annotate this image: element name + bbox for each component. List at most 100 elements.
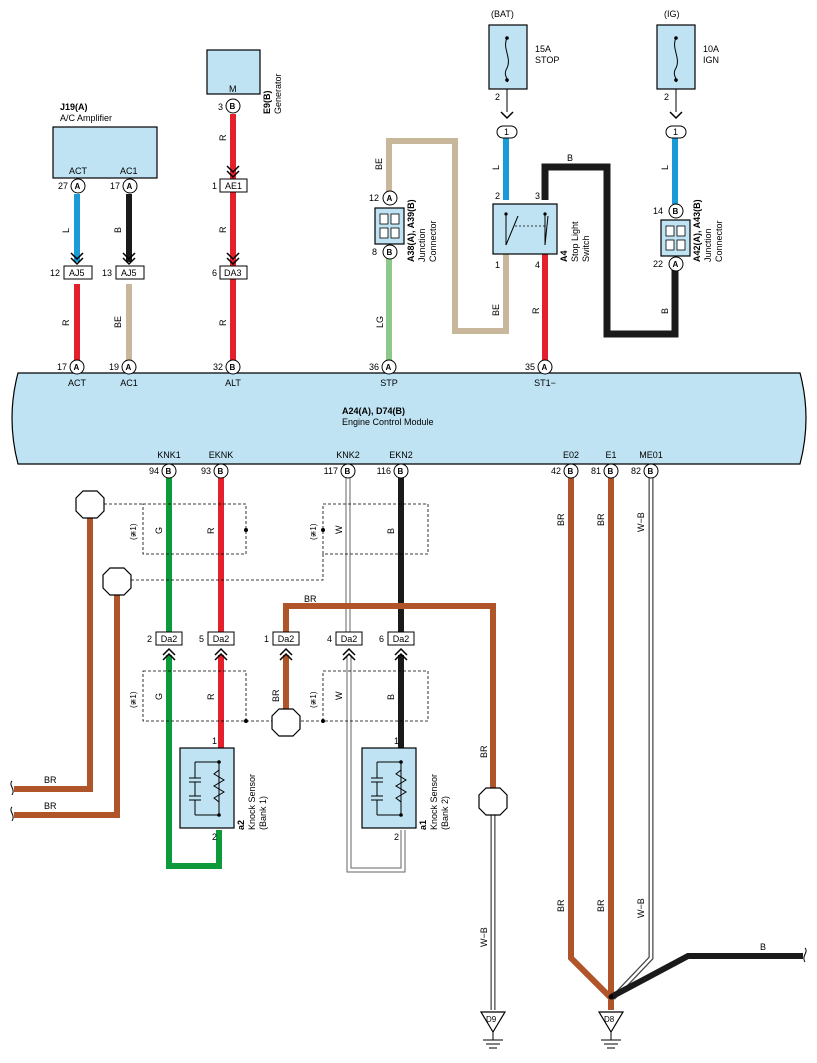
ecm-bottom-pin-letter: B (568, 467, 574, 476)
label-gen-r2: R (218, 226, 228, 233)
ecm-bottom-pin-connector (340, 463, 356, 479)
splice-mid (271, 708, 301, 737)
label-st1-r: R (531, 307, 541, 314)
amp-pin-act-label: ACT (69, 166, 88, 176)
da2-connector-id: Da2 (213, 634, 230, 644)
ecm-bottom-pin-letter: B (398, 467, 404, 476)
wire-br-shield (283, 603, 496, 790)
label-d8-b: B (760, 942, 766, 952)
splice-bat-label: 1 (504, 127, 509, 137)
aj5-ac1-pin: 13 (102, 268, 112, 278)
ground-d8-label: D8 (604, 1015, 615, 1024)
label-sw-b: B (567, 153, 573, 163)
jc2-conn-top-letter: B (673, 207, 679, 216)
shield-dot-1 (244, 528, 248, 532)
da3-box (219, 265, 248, 280)
ks2-box (361, 747, 417, 829)
ks1-box (179, 747, 235, 829)
da2-connector-pin: 2 (147, 634, 152, 644)
ecm-top-pin-connector (225, 359, 241, 375)
da2-connector-box (155, 631, 183, 646)
jc2-conn-bot (668, 256, 684, 272)
wire-knk2-white-lower-in (347, 655, 405, 872)
label-gen-r3: R (218, 319, 228, 326)
ecm-bottom-pin-num: 117 (324, 466, 338, 476)
fuse-bat-dot2 (505, 78, 509, 82)
ecm-top-pin-label: ST1− (534, 378, 556, 388)
ks1-id: a2 (236, 820, 246, 830)
fuse-bat-dot1 (505, 36, 509, 40)
sw-pin-1: 1 (495, 260, 500, 270)
da3-pin: 6 (212, 268, 217, 278)
amp-pin-ac1-num: 17 (110, 181, 120, 191)
sw-pin-3: 3 (535, 191, 540, 201)
fuse-ig-pin: 2 (664, 92, 669, 102)
shield-dot-3 (244, 719, 248, 723)
fuse-ig-dot1 (674, 36, 678, 40)
da2-connector-id: Da2 (393, 634, 410, 644)
ks2-id: a1 (418, 820, 428, 830)
gen-name: Generator (273, 73, 283, 114)
shield-box-lower-right (322, 670, 429, 722)
da2-connector-box (272, 631, 300, 646)
amp-conn-act-letter: A (75, 182, 81, 191)
ecm-bottom-pin-connector (161, 463, 177, 479)
ecm-top-pin-connector (537, 359, 553, 375)
label-knk2-w: W (334, 525, 344, 534)
aj5-act-pin: 12 (50, 268, 60, 278)
ecm-top-pin-label: AC1 (120, 378, 138, 388)
ks2-name2: (Bank 2) (440, 796, 450, 830)
label-stp-lg: LG (375, 316, 385, 328)
jc1-conn-bot-letter: B (387, 248, 393, 257)
sw-pin-2: 2 (495, 191, 500, 201)
jc1-id: A38(A), A39(B) (406, 199, 416, 262)
jc1-box (374, 207, 405, 245)
label-shield-br: BR (304, 594, 317, 604)
label-da2-br: BR (271, 689, 281, 702)
ecm-top-pin-num: 32 (213, 362, 223, 372)
da2-connector-pin: 1 (264, 634, 269, 644)
splice-ig (665, 125, 687, 139)
amp-name: A/C Amplifier (60, 113, 112, 123)
ecm-bottom-pin-num: 42 (551, 466, 561, 476)
gen-id: E9(B) (262, 90, 272, 114)
gen-pin-num: 3 (218, 102, 223, 112)
sw-name2: Switch (581, 235, 591, 262)
ks2-name1: Knock Sensor (429, 774, 439, 830)
ecm-bottom-pin-label: KNK2 (336, 450, 360, 460)
label-br-right: BR (479, 745, 489, 758)
label-eknk-r: R (206, 527, 216, 534)
shield-note-1: (≇1) (129, 523, 138, 540)
ecm-bottom-pin-letter: B (166, 467, 172, 476)
ecm-bottom-pin-num: 116 (377, 466, 391, 476)
ecm-bottom-pin-label: KNK1 (157, 450, 181, 460)
ks2-symbol (371, 761, 407, 816)
amp-conn-ac1-letter: A (127, 182, 133, 191)
amp-id: J19(A) (60, 102, 88, 112)
ecm-bottom-pin-label: E1 (605, 450, 616, 460)
jc1-name2: Connector (428, 220, 438, 262)
jc2-name1: Junction (703, 228, 713, 262)
ecm-bottom-pin-connector (603, 463, 619, 479)
sw-blade (505, 215, 519, 246)
da3-arrow (226, 252, 240, 266)
label-knk1-g: G (154, 527, 164, 534)
ecm-top-pin-num: 35 (525, 362, 535, 372)
ecm-top-pin-num: 19 (109, 362, 119, 372)
ks1-pin-bot: 2 (212, 832, 217, 842)
ae1-id: AE1 (225, 181, 242, 191)
label-left-br2: BR (44, 801, 57, 811)
ground-d8-symbol (597, 1011, 625, 1034)
da2-connector-id: Da2 (278, 634, 295, 644)
da2-connector-arrow (214, 647, 228, 661)
aj5-ac1-id: AJ5 (121, 268, 137, 278)
ks2-dot2 (399, 813, 403, 817)
label-act-r: R (61, 319, 71, 326)
jc1-conn-top (382, 190, 398, 206)
fuse-bat-rating: 15A (535, 44, 551, 54)
da2-connector-pin: 6 (379, 634, 384, 644)
ecm-bottom-pin-connector (563, 463, 579, 479)
da2-connector-id: Da2 (341, 634, 358, 644)
amp-box (52, 126, 158, 179)
